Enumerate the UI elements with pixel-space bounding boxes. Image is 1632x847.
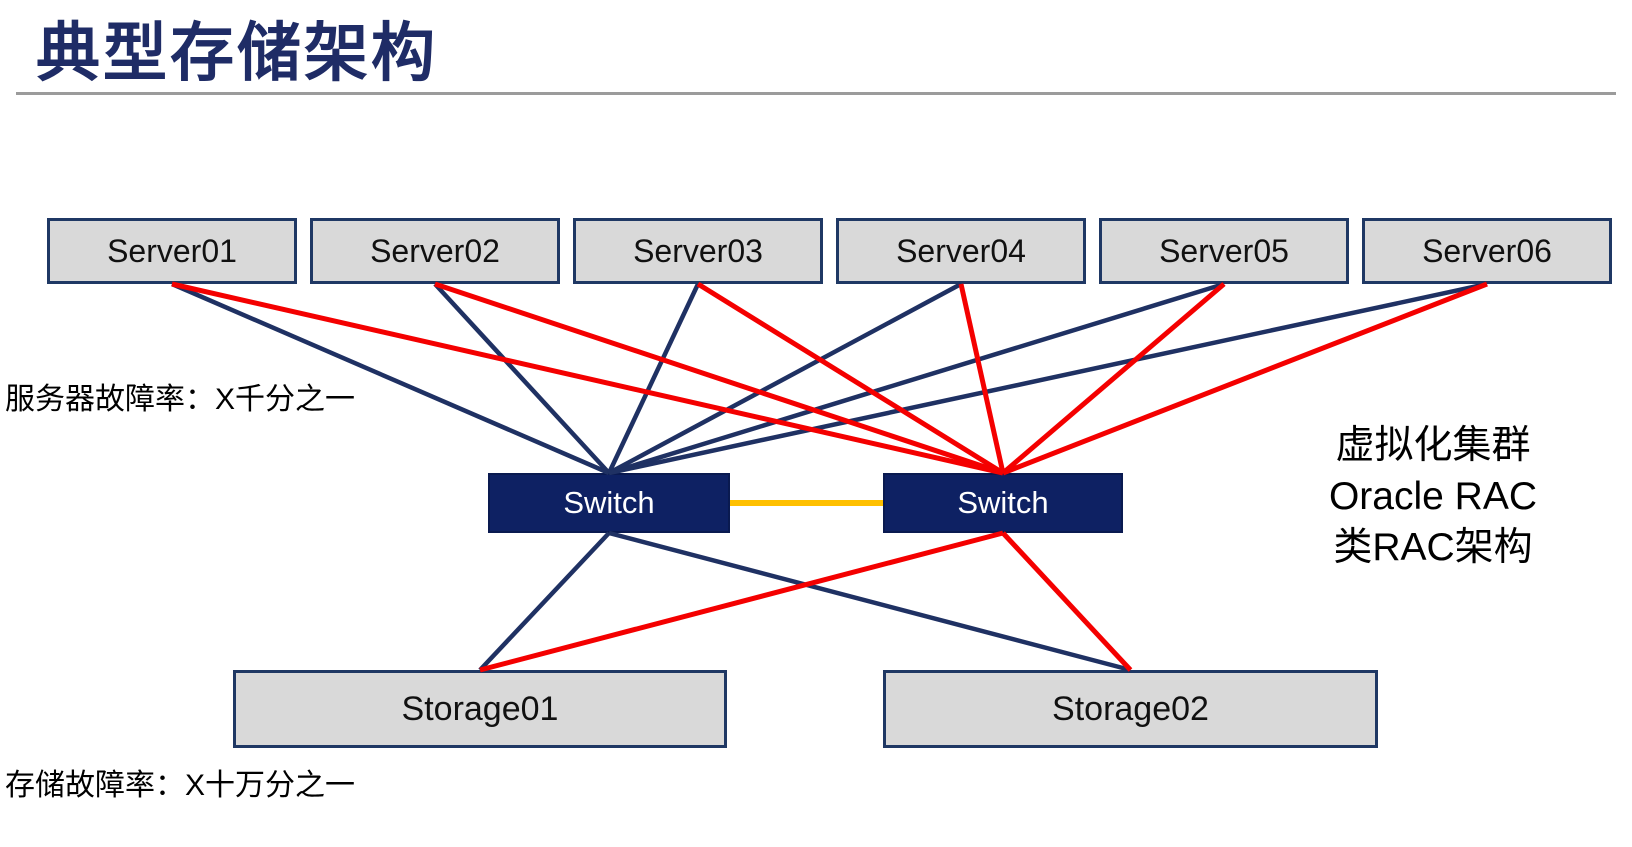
node-switch-right-label: Switch: [957, 485, 1049, 520]
edge-server03-switch_right: [696, 281, 1005, 476]
node-switch-right: Switch: [883, 473, 1123, 533]
page-title: 典型存储架构: [36, 17, 438, 89]
node-server05: Server05: [1099, 218, 1349, 284]
edge-server05-switch_left: [608, 281, 1225, 476]
node-server03-label: Server03: [633, 232, 763, 269]
node-storage02-label: Storage02: [1052, 689, 1209, 728]
node-server03: Server03: [573, 218, 823, 284]
storage-failure-rate-note: 存储故障率：X十万分之一: [5, 769, 356, 802]
node-server01-label: Server01: [107, 232, 237, 269]
node-server01: Server01: [47, 218, 297, 284]
edge-switch_left-storage01: [478, 531, 611, 672]
cluster-note-line-3: 类RAC架构: [1333, 526, 1533, 569]
node-server06: Server06: [1362, 218, 1612, 284]
node-server02: Server02: [310, 218, 560, 284]
edge-server04-switch_left: [607, 282, 963, 475]
edge-switch_right-storage02: [1001, 531, 1133, 672]
node-server05-label: Server05: [1159, 232, 1289, 269]
node-switch-left: Switch: [488, 473, 730, 533]
node-server02-label: Server02: [370, 232, 500, 269]
edge-server02-switch_right: [434, 281, 1004, 476]
edge-server02-switch_left: [433, 282, 611, 475]
cluster-note-line-2: Oracle RAC: [1328, 475, 1538, 518]
node-switch-left-label: Switch: [563, 485, 655, 520]
edge-switch_right-storage01: [479, 530, 1004, 673]
node-storage01: Storage01: [233, 670, 727, 748]
node-server04-label: Server04: [896, 232, 1026, 269]
title-divider: [16, 92, 1616, 95]
edge-server03-switch_left: [606, 283, 701, 474]
edge-server04-switch_right: [958, 283, 1006, 474]
cluster-note-line-1: 虚拟化集群: [1335, 424, 1531, 467]
node-storage02: Storage02: [883, 670, 1378, 748]
cluster-note: 虚拟化集群 Oracle RAC 类RAC架构: [1283, 420, 1583, 573]
edge-server05-switch_right: [1001, 282, 1226, 475]
server-failure-rate-note: 服务器故障率：X千分之一: [5, 383, 356, 416]
edge-switch_left-storage02: [608, 530, 1132, 673]
node-storage01-label: Storage01: [401, 689, 559, 728]
node-server04: Server04: [836, 218, 1086, 284]
node-server06-label: Server06: [1422, 232, 1552, 269]
